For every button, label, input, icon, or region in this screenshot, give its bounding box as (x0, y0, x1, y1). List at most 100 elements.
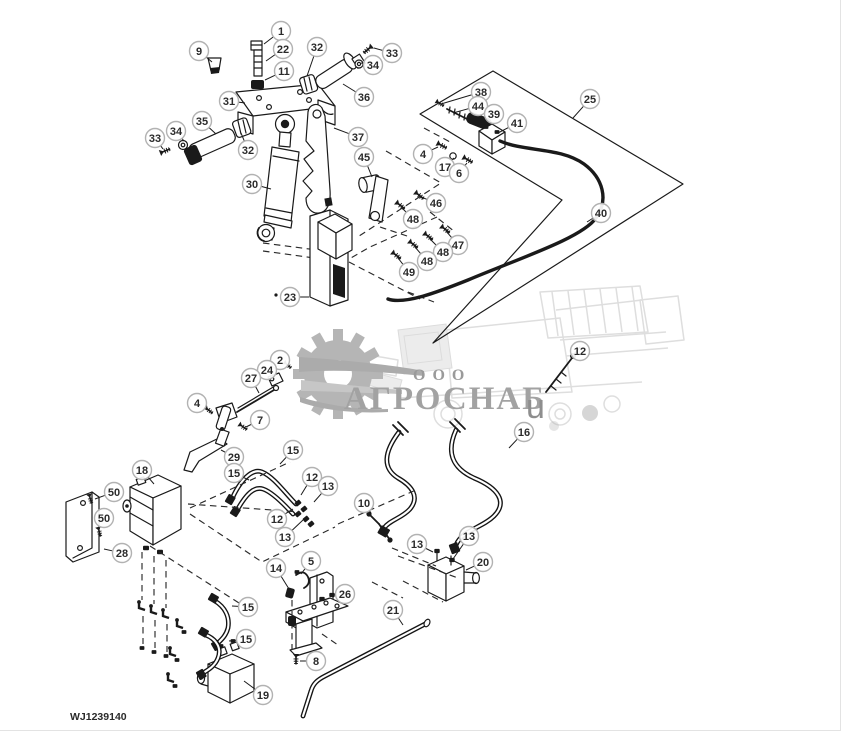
callout-15: 15 (231, 596, 259, 618)
hoses-16 (377, 418, 503, 555)
callout-33: 33 (144, 127, 166, 150)
callout-leader-line (397, 617, 404, 626)
callout-circle (579, 88, 601, 110)
callout-15: 15 (223, 462, 250, 484)
callout-circle (265, 557, 287, 579)
callout-leader-line (479, 118, 487, 124)
callout-number: 10 (358, 498, 370, 510)
callout-32: 32 (237, 132, 259, 161)
callout-number: 15 (240, 634, 252, 646)
callout-circle (144, 127, 166, 149)
callout-number: 33 (149, 133, 161, 145)
callout-circle (381, 42, 403, 64)
callout-number: 20 (477, 557, 489, 569)
callout-19: 19 (243, 680, 274, 706)
callout-circle (402, 208, 424, 230)
callout-leader-line (431, 146, 439, 151)
callout-leader-line (291, 519, 304, 531)
callout-number: 48 (421, 256, 433, 268)
callout-21: 21 (382, 599, 404, 626)
callout-leader-line (414, 246, 422, 255)
hose-cut-mark (392, 421, 409, 436)
callout-number: 22 (277, 44, 289, 56)
callout-13: 13 (274, 519, 304, 548)
callout-leader-line (205, 56, 213, 63)
callout-15: 15 (279, 439, 304, 465)
callout-circle (188, 40, 210, 62)
watermark: ООО АГРОСНАБ u (293, 285, 685, 431)
watermark-text: ООО АГРОСНАБ u (344, 367, 546, 426)
callout-circle (483, 103, 505, 125)
callout-circle (416, 250, 438, 272)
callout-39: 39 (479, 103, 505, 125)
control-cable-40 (386, 139, 605, 303)
callout-leader-line (452, 543, 464, 560)
callout-circle (103, 481, 125, 503)
callout-25: 25 (572, 88, 601, 119)
bolt-33-left (157, 145, 173, 157)
callout-number: 7 (257, 415, 263, 427)
callout-circle (353, 86, 375, 108)
callout-leader-line (367, 165, 373, 178)
callout-circle (353, 146, 375, 168)
callout-circle (282, 439, 304, 461)
bolt-1-22-11 (250, 40, 264, 89)
callout-circle (256, 359, 278, 381)
callout-circle (432, 241, 454, 263)
callout-number: 15 (228, 468, 240, 480)
lever-29 (183, 427, 230, 473)
bracket-26 (285, 571, 349, 657)
callout-leader-line (242, 476, 250, 481)
callout-circle (237, 596, 259, 618)
callout-14: 14 (265, 557, 290, 590)
callout-leader-line (425, 547, 434, 553)
callout-number: 19 (257, 690, 269, 702)
callout-4: 4 (412, 143, 439, 165)
callout-leader-line (284, 508, 294, 515)
callout-leader-line (465, 565, 475, 571)
callout-circle (237, 139, 259, 161)
callout-6: 6 (448, 162, 470, 184)
callout-15: 15 (228, 628, 257, 650)
callout-44: 44 (452, 95, 489, 117)
callout-circle (235, 628, 257, 650)
callout-circle (513, 421, 535, 443)
callout-leader-line (313, 492, 323, 503)
callout-number: 4 (194, 398, 201, 410)
callout-circle (301, 466, 323, 488)
callout-circle (279, 286, 301, 308)
callout-leader-line (265, 54, 276, 62)
callout-circle (569, 340, 591, 362)
callout-16: 16 (508, 421, 535, 449)
callout-37: 37 (333, 126, 369, 148)
callout-circle (412, 143, 434, 165)
callout-circle (300, 550, 322, 572)
fitting-10 (366, 511, 393, 543)
watermark-company-text: АГРОСНАБ (344, 381, 546, 417)
callout-36: 36 (342, 83, 375, 108)
washer-17 (449, 152, 457, 160)
callout-leader-line (586, 217, 594, 223)
callout-number: 26 (339, 589, 351, 601)
callout-47: 47 (445, 230, 469, 256)
callout-leader-line (243, 680, 256, 690)
callout-circle (249, 409, 271, 431)
callout-number: 6 (456, 168, 462, 180)
fitting-14 (285, 587, 296, 650)
callout-13: 13 (406, 533, 434, 555)
callout-number: 15 (287, 445, 299, 457)
dashed-port-lines-valve-18 (135, 552, 171, 658)
callout-34: 34 (360, 54, 384, 76)
callout-number: 14 (270, 563, 283, 575)
callout-number: 48 (437, 247, 449, 259)
callout-number: 28 (116, 548, 128, 560)
callout-48: 48 (414, 246, 438, 272)
callout-12: 12 (266, 508, 294, 530)
hydraulic-cylinder-30 (256, 113, 300, 243)
callout-circle (425, 192, 447, 214)
callout-30: 30 (241, 173, 272, 195)
callout-leader-line (279, 456, 287, 465)
callout-number: 12 (574, 346, 586, 358)
callout-leader-line (373, 47, 383, 51)
